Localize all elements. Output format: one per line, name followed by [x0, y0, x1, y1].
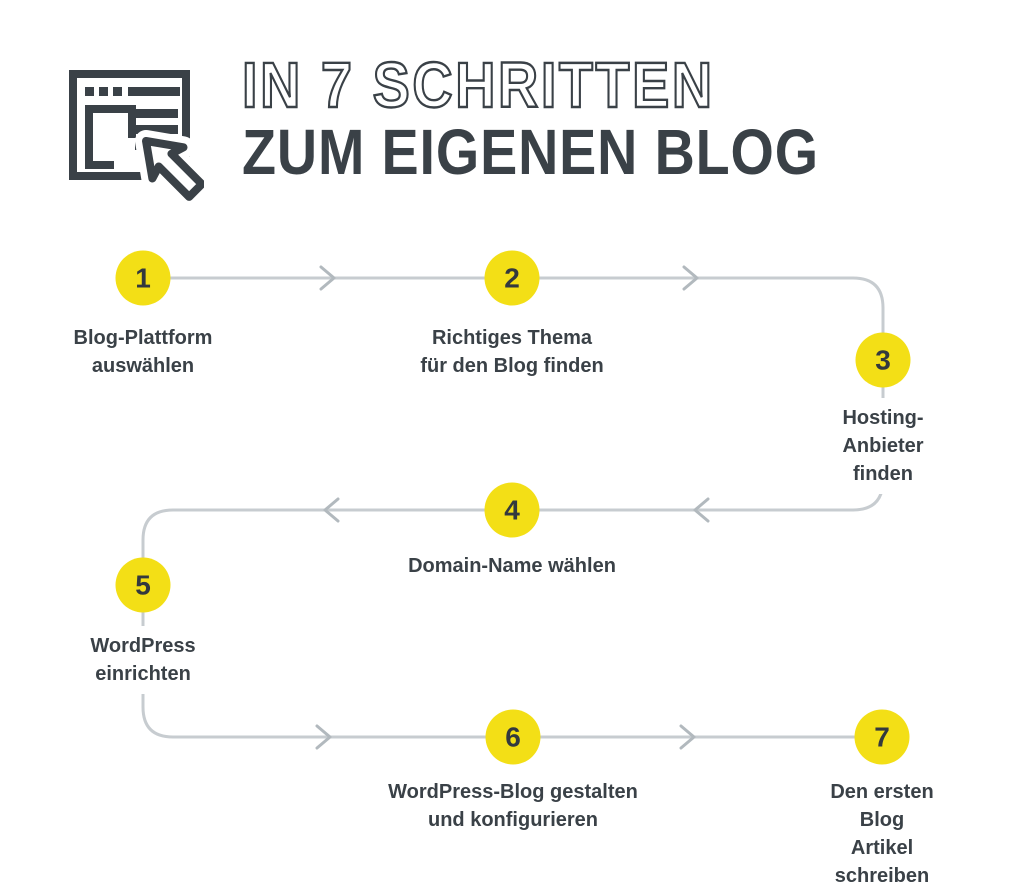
step-circle-5: 5: [115, 557, 171, 613]
page-title-line2: ZUM EIGENEN BLOG: [242, 116, 819, 188]
step-number: 2: [504, 262, 520, 293]
page-title-line1: IN 7 SCHRITTEN: [241, 49, 715, 121]
step-circle-2: 2: [484, 250, 540, 306]
arrow-left-icon: [323, 497, 340, 523]
step-label-3: Hosting-Anbieter finden: [812, 398, 954, 494]
step-circle-4: 4: [484, 482, 540, 538]
step-circle-6: 6: [485, 709, 541, 765]
step-label-6: WordPress-Blog gestalten und konfigurier…: [378, 772, 648, 840]
step-number: 7: [874, 721, 890, 752]
step-label-4: Domain-Name wählen: [398, 546, 626, 586]
step-circle-7: 7: [854, 709, 910, 765]
step-number: 1: [135, 262, 151, 293]
step-label-7: Den ersten Blog Artikel schreiben: [811, 772, 953, 895]
step-circle-1: 1: [115, 250, 171, 306]
step-label-2: Richtiges Thema für den Blog finden: [410, 318, 614, 386]
browser-cursor-icon: [69, 70, 204, 208]
step-number: 5: [135, 569, 151, 600]
step-number: 3: [875, 344, 891, 375]
arrow-right-icon: [682, 265, 699, 291]
step-label-1: Blog-Plattform auswählen: [63, 318, 223, 386]
step-number: 6: [505, 721, 521, 752]
arrow-right-icon: [319, 265, 336, 291]
page-title: IN 7 SCHRITTEN ZUM EIGENEN BLOG: [241, 49, 819, 188]
step-circle-3: 3: [855, 332, 911, 388]
arrow-right-icon: [679, 724, 696, 750]
arrow-right-icon: [315, 724, 332, 750]
arrow-left-icon: [693, 497, 710, 523]
step-label-5: WordPress einrichten: [80, 626, 206, 694]
step-number: 4: [504, 494, 520, 525]
